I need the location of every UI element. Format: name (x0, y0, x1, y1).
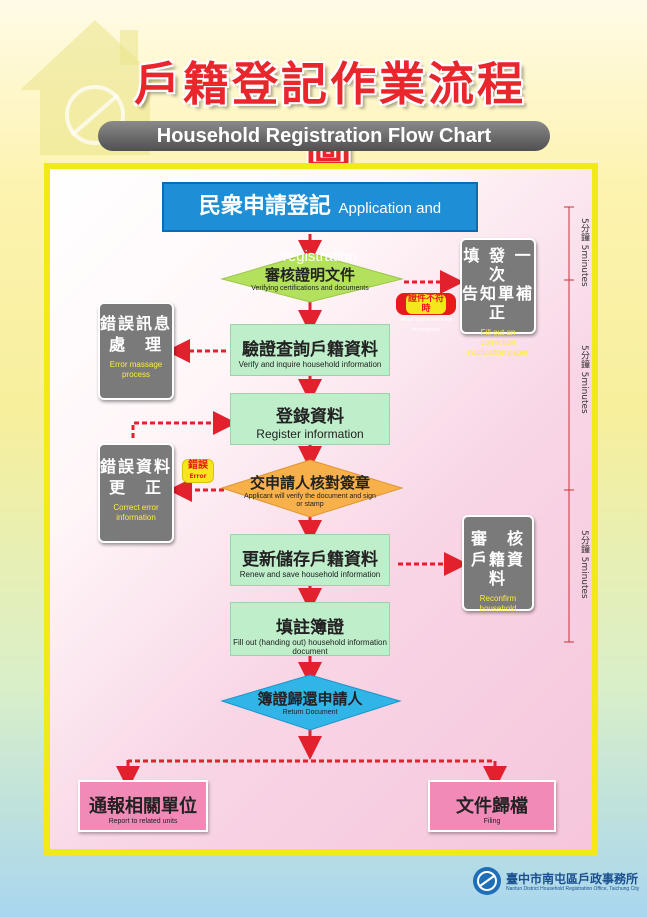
return-doc-diamond (220, 674, 402, 731)
application-step: 民衆申請登記 Application and registration (162, 182, 478, 265)
register-step: 登錄資料 Register information (230, 393, 390, 445)
page-subtitle: Household Registration Flow Chart (98, 121, 550, 151)
time-label-1: 5分鐘 5minutes (579, 218, 589, 287)
footer-office: 臺中市南屯區戶政事務所 Nantun District Household Re… (472, 866, 642, 900)
office-logo-icon (473, 867, 501, 895)
verify-docs-diamond (220, 252, 404, 303)
time-label-3: 5分鐘 5minutes (579, 530, 589, 599)
inquire-step: 驗證查詢戶籍資料 Verify and inquire household in… (230, 324, 390, 376)
applicant-check-diamond (220, 459, 404, 518)
reconfirm-box: 審 核 戶籍資料 Reconfirm household (462, 515, 534, 613)
correction-notice-box: 填 發 一 次 告知單補正 Fill out an correction not… (460, 238, 536, 357)
error-message-box: 錯誤訊息 處 理 Error massage process (98, 302, 174, 400)
verify-docs-label: 審核證明文件 Verifying certifications and docu… (251, 266, 369, 292)
error-badge: 錯誤 Error (182, 459, 214, 483)
report-step: 通報相關單位 Report to related units (78, 780, 208, 832)
correct-error-box: 錯誤資料 更 正 Correct error information (98, 443, 174, 543)
applicant-check-label: 交申請人核對簽章 Applicant will verify the docum… (244, 474, 376, 508)
renew-step: 更新儲存戶籍資料 Renew and save household inform… (230, 534, 390, 586)
incomplete-badge: 證件不符時 When documents are incomplete (396, 293, 456, 333)
fill-out-step: 填註簿證 Fill out (handing out) household in… (230, 602, 390, 656)
time-label-2: 5分鐘 5minutes (579, 345, 589, 414)
return-doc-label: 簿證歸還申請人 Return Document (257, 690, 363, 716)
filing-step: 文件歸檔 Filing (428, 780, 556, 832)
